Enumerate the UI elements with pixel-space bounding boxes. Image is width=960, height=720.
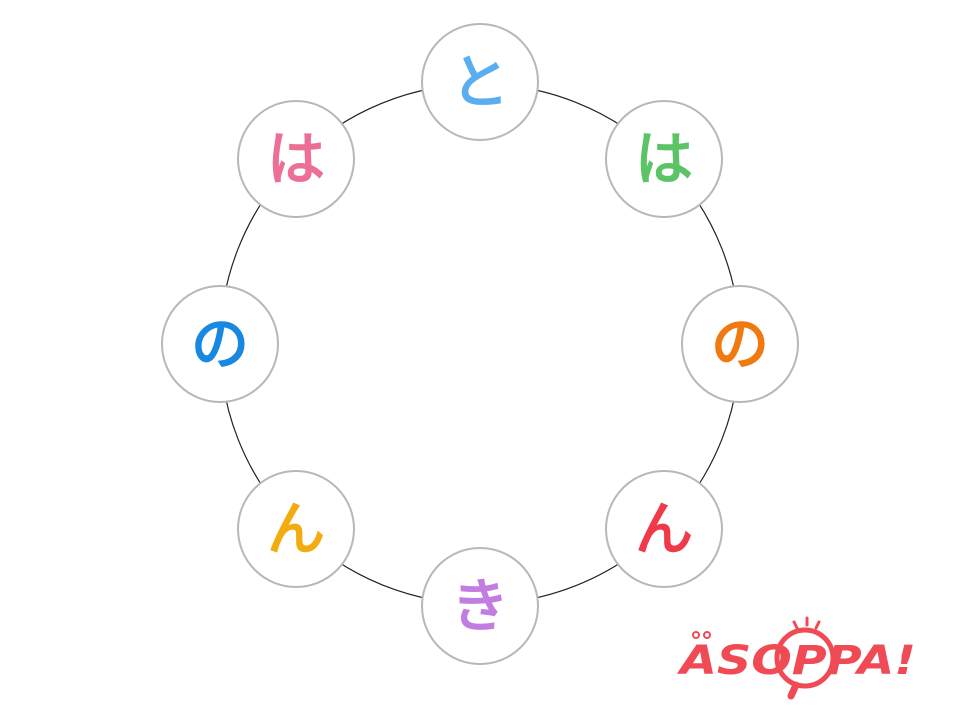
- char-circle-bottom: き: [421, 547, 539, 665]
- char-ha-pink: は: [266, 125, 325, 193]
- char-n-red: ん: [634, 495, 693, 563]
- char-circle-top-right: は: [605, 100, 723, 218]
- logo-sparkle-3: [814, 620, 821, 630]
- char-circle-right: の: [681, 285, 799, 403]
- char-circle-left: の: [161, 285, 279, 403]
- char-circle-top-left: は: [237, 100, 355, 218]
- logo-magnifier-handle: [787, 681, 800, 700]
- logo-eye-left: [692, 631, 700, 639]
- char-n-yellow: ん: [266, 495, 325, 563]
- logo-magnifier-ring: [774, 627, 836, 689]
- char-circle-bottom-right: ん: [605, 470, 723, 588]
- char-to: と: [450, 48, 509, 116]
- char-circle-bottom-left: ん: [237, 470, 355, 588]
- char-ha-green: は: [634, 125, 693, 193]
- char-circle-top: と: [421, 23, 539, 141]
- logo-eye-right: [703, 631, 711, 639]
- logo-text: ASOPPA!: [676, 638, 916, 684]
- char-no-orange: の: [710, 310, 769, 378]
- char-no-blue: の: [190, 310, 249, 378]
- asoppa-logo: ASOPPA!: [676, 616, 916, 700]
- logo-sparkle-1: [792, 620, 799, 630]
- char-ki: き: [450, 572, 509, 640]
